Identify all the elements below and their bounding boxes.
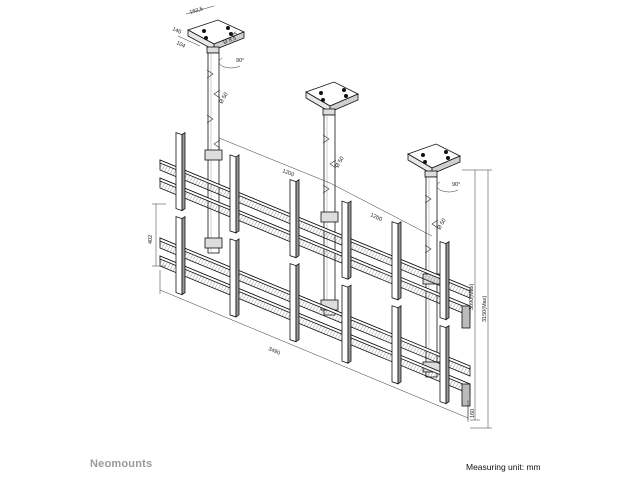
display-bracket-side [181,215,186,296]
rail-end-caps [461,305,471,407]
width-label: 3490 [267,346,281,356]
measuring-unit-note: Measuring unit: mm [466,462,541,472]
display-bracket [341,200,349,280]
display-bracket-side [347,200,352,280]
pole-left [204,52,223,254]
display-bracket [229,238,237,318]
ceiling-plate-right [407,143,461,178]
plate-dim-2: 140 [171,26,182,35]
display-bracket-side [347,284,352,364]
display-bracket-side [235,154,240,234]
brand-logo: Neomounts [90,458,153,470]
display-bracket [289,179,297,259]
plate-dim-5: 25 [231,31,239,39]
display-brackets [175,131,450,405]
pole-label-right: Ø 50 [437,218,448,231]
display-bracket-side [295,178,300,259]
display-bracket [175,216,183,296]
display-bracket [175,132,183,212]
height-label-1: 3090(Max) [469,284,475,310]
display-bracket-side [181,131,186,212]
display-bracket-side [235,238,240,318]
plate-dim-3: 104 [175,40,186,49]
plate-dim-1: 162,5 [189,6,204,16]
display-bracket [229,154,237,234]
dimension-labels: 162,5 140 104 Ø 8,5 25 90° 90° Ø 50 Ø 50… [148,6,488,418]
display-bracket-side [445,240,450,321]
spacing-label-2: 1200 [369,212,383,223]
angle-label-left: 90° [236,58,244,64]
display-bracket-side [397,221,402,301]
display-bracket [289,263,297,343]
dimension-lines [152,5,492,429]
pole-label-middle: Ø 50 [335,156,346,169]
spacing-label-1: 1200 [281,168,295,178]
display-bracket [341,284,349,364]
ceiling-plate-left [186,19,246,54]
row-height-label: 402 [148,235,154,244]
angle-label-right: 90° [452,182,460,188]
bottom-offset-label: 160 [470,409,476,418]
display-bracket-side [445,324,450,405]
display-bracket-side [295,262,300,343]
display-bracket-side [397,305,402,385]
rail-lower-row-top [159,237,471,377]
ceiling-plate-middle [305,81,359,116]
pole-label-left: Ø 50 [219,92,230,105]
plate-dim-4: Ø 8,5 [223,36,238,46]
display-bracket [439,241,447,321]
height-label-2: 3150(Max) [482,296,488,322]
pole-middle [320,114,339,316]
display-bracket [391,221,399,301]
display-bracket [439,325,447,405]
display-bracket [391,305,399,385]
